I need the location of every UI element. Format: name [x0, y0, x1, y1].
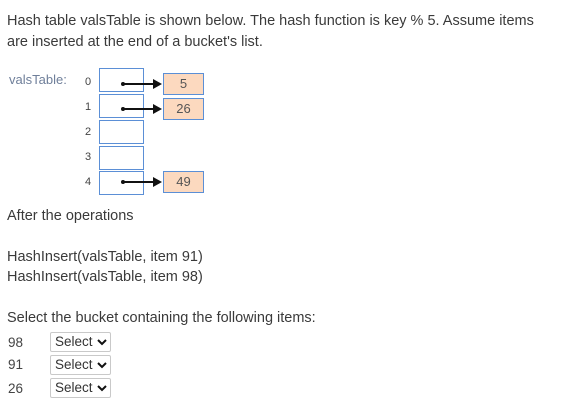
- bucket-index-3: 3: [84, 151, 92, 163]
- chevron-down-icon: [97, 385, 107, 392]
- problem-statement: Hash table valsTable is shown below. The…: [7, 13, 534, 50]
- bucket-1: [99, 94, 144, 118]
- operation-1: HashInsert(valsTable, item 91): [7, 249, 203, 265]
- bucket-select-91[interactable]: Select: [50, 355, 111, 375]
- bucket-0: [99, 68, 144, 92]
- select-value: Select: [55, 357, 93, 372]
- bucket-select-98[interactable]: Select: [50, 332, 111, 352]
- table-label: valsTable:: [9, 72, 67, 87]
- bucket-index-0: 0: [84, 76, 92, 88]
- bucket-index-4: 4: [84, 176, 92, 188]
- bucket-select-26[interactable]: Select: [50, 378, 111, 398]
- question-label-26: 26: [8, 381, 24, 396]
- chevron-down-icon: [97, 339, 107, 346]
- select-value: Select: [55, 334, 93, 349]
- operation-2: HashInsert(valsTable, item 98): [7, 269, 203, 285]
- list-item: 49: [163, 171, 204, 193]
- arrow-right-icon: [121, 104, 162, 114]
- question-label-91: 91: [8, 357, 24, 372]
- after-label: After the operations: [7, 208, 134, 224]
- question-prompt: Select the bucket containing the followi…: [7, 310, 316, 326]
- bucket-index-1: 1: [84, 101, 92, 113]
- bucket-index-2: 2: [84, 126, 92, 138]
- question-label-98: 98: [8, 335, 24, 350]
- select-value: Select: [55, 380, 93, 395]
- arrow-right-icon: [121, 79, 162, 89]
- bucket-2: [99, 120, 144, 144]
- list-item: 5: [163, 73, 204, 95]
- list-item: 26: [163, 98, 204, 120]
- bucket-3: [99, 146, 144, 170]
- arrow-right-icon: [121, 177, 162, 187]
- chevron-down-icon: [97, 362, 107, 369]
